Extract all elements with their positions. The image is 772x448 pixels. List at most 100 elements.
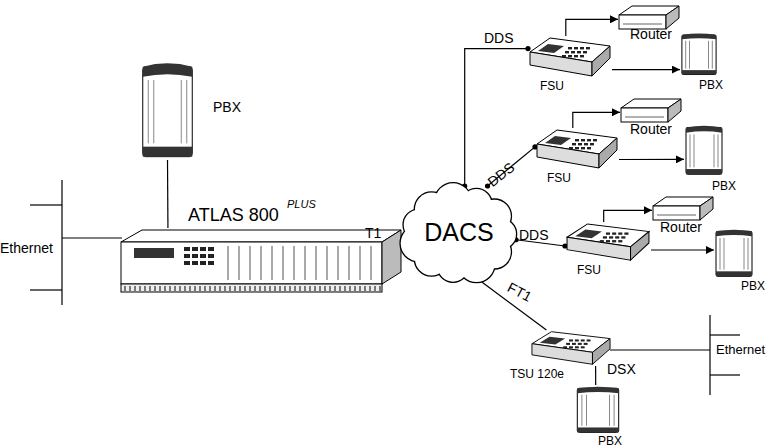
keypad-key: [603, 236, 607, 238]
device-illustration: [684, 124, 724, 176]
vent-slot: [170, 286, 171, 291]
cabinet-cap: [143, 63, 193, 76]
card-slot: [294, 246, 295, 280]
keypad-key: [200, 254, 206, 258]
device-illustration: [120, 228, 402, 294]
vent-slot: [200, 286, 201, 291]
keypad-key: [587, 339, 591, 341]
link-label: T1: [365, 226, 381, 240]
device-illustration: [575, 385, 621, 434]
cabinet-base: [143, 147, 193, 157]
network-link: [604, 210, 652, 222]
vent-slot: [305, 286, 306, 291]
node-label: PBX: [598, 435, 622, 447]
ethernet-bus: [61, 180, 62, 305]
vent-slot: [160, 286, 161, 291]
pbx-unit: PBX: [575, 385, 621, 434]
router-side: [666, 6, 679, 29]
atlas-unit: ATLAS 800PLUS: [120, 228, 402, 294]
keypad-key: [618, 232, 622, 234]
vent-slot: [215, 286, 216, 291]
vent-slot: [250, 286, 251, 291]
card-slot: [349, 246, 350, 280]
vent-slot: [145, 286, 146, 291]
keypad-key: [192, 247, 198, 251]
vent-slot: [235, 286, 236, 291]
node-label: PBX: [741, 280, 765, 292]
vent-slot: [340, 286, 341, 291]
keypad-key: [192, 254, 198, 258]
keypad-key: [580, 47, 584, 49]
cabinet-stripe: [744, 238, 745, 270]
keypad-key: [184, 247, 190, 251]
network-link: [651, 249, 714, 250]
cabinet-stripe: [720, 238, 721, 270]
cabinet-stripe: [181, 80, 182, 143]
network-link: [612, 69, 680, 70]
keypad-key: [571, 51, 575, 53]
network-link: [573, 112, 620, 128]
keypad-key: [612, 240, 616, 242]
vent-slot: [190, 286, 191, 291]
node-label: ATLAS 800: [188, 206, 279, 224]
cabinet-stripe: [748, 238, 749, 270]
node-label: PBX: [699, 79, 723, 91]
keypad-key: [562, 55, 566, 57]
node-label: TSU 120e: [510, 368, 564, 380]
keypad-key: [580, 55, 584, 57]
vent-slot: [260, 286, 261, 291]
pbx-unit: PBX: [684, 124, 724, 176]
unit-front: [530, 52, 592, 76]
keypad-key: [587, 147, 591, 149]
keypad-key: [606, 240, 610, 242]
ethernet-link: [610, 349, 710, 350]
link-label: DDS: [484, 31, 514, 45]
card-slot: [272, 246, 273, 280]
card-slot: [239, 246, 240, 280]
cabinet-stripe: [714, 134, 715, 167]
ethernet-bus: [709, 315, 710, 395]
cabinet-stripe: [153, 80, 154, 143]
card-slot: [338, 246, 339, 280]
cabinet-stripe: [712, 41, 713, 69]
vent-slot: [210, 286, 211, 291]
network-link: [595, 366, 596, 385]
router-side: [668, 99, 681, 122]
keypad-key: [184, 261, 190, 265]
vent-slot: [220, 286, 221, 291]
vent-slot: [290, 286, 291, 291]
keypad-key: [572, 343, 576, 345]
network-link: [619, 159, 684, 160]
vent-slot: [150, 286, 151, 291]
vent-slot: [330, 286, 331, 291]
router-unit: Router: [618, 5, 680, 31]
vent-slot: [225, 286, 226, 291]
keypad-key: [200, 247, 206, 251]
router-front: [653, 206, 700, 220]
cabinet-stripe: [718, 134, 719, 167]
vent-slot: [350, 286, 351, 291]
keypad-key: [569, 346, 573, 348]
device-illustration: [528, 36, 612, 78]
node-label: Router: [630, 122, 672, 136]
fsu-unit: FSU: [535, 128, 619, 170]
cabinet-stripe: [614, 395, 615, 426]
chassis-base: [121, 284, 382, 292]
keypad-key: [208, 247, 214, 251]
vent-slot: [300, 286, 301, 291]
router-unit: Router: [652, 196, 714, 222]
node-label: Router: [660, 220, 702, 234]
card-slot: [371, 246, 372, 280]
cabinet-stripe: [689, 41, 690, 69]
node-label: PBX: [712, 180, 736, 192]
vent-slot: [355, 286, 356, 291]
device-illustration: [652, 196, 714, 222]
keypad-key: [208, 261, 214, 265]
node-label: DACS: [402, 220, 516, 245]
keypad-key: [618, 240, 622, 242]
ethernet-stub: [710, 374, 740, 375]
pbx-unit: PBX: [714, 228, 754, 278]
vent-slot: [380, 286, 381, 291]
